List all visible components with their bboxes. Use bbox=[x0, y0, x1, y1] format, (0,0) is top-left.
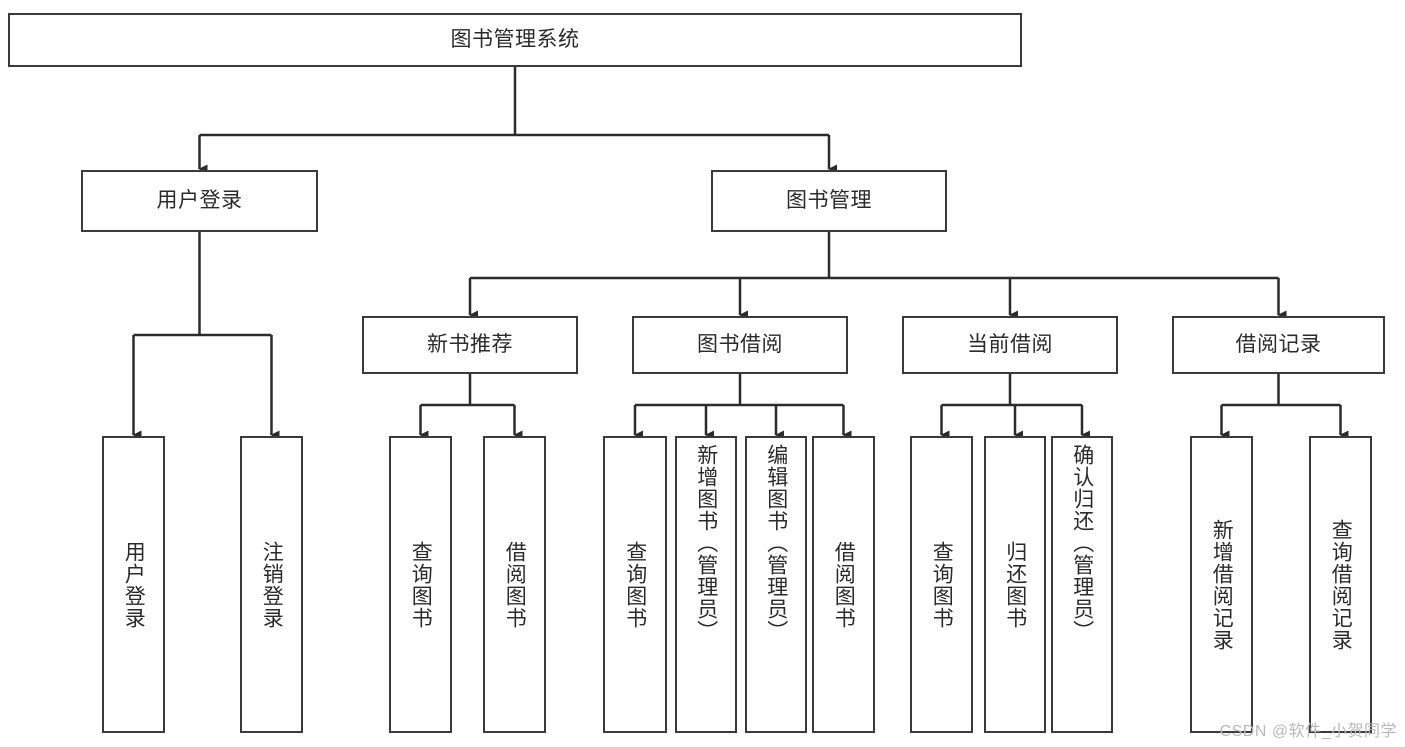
node-box-n1: 查询图书 bbox=[389, 436, 452, 733]
node-label: 编辑图书（管理员） bbox=[764, 444, 788, 642]
node-label: 借阅图书 bbox=[503, 540, 527, 629]
node-label: 查询图书 bbox=[930, 540, 954, 629]
node-box-u2: 注销登录 bbox=[240, 436, 303, 733]
node-box-c2: 归还图书 bbox=[984, 436, 1046, 733]
node-box-b2: 新增图书（管理员） bbox=[675, 436, 737, 733]
node-box-l2d: 借阅记录 bbox=[1172, 316, 1385, 374]
node-box-l2c: 当前借阅 bbox=[902, 316, 1118, 374]
node-label: 图书管理系统 bbox=[450, 27, 580, 51]
node-box-r1: 新增借阅记录 bbox=[1190, 436, 1253, 733]
node-label: 查询图书 bbox=[409, 540, 433, 629]
node-box-u1: 用户登录 bbox=[102, 436, 165, 733]
node-label: 图书管理 bbox=[786, 188, 872, 212]
node-box-l2a: 新书推荐 bbox=[362, 316, 578, 374]
node-label: 新增图书（管理员） bbox=[694, 444, 718, 642]
node-label: 用户登录 bbox=[122, 540, 146, 629]
node-label: 确认归还（管理员） bbox=[1070, 444, 1094, 642]
node-label: 新书推荐 bbox=[427, 332, 513, 356]
node-box-n2: 借阅图书 bbox=[483, 436, 546, 733]
node-label: 借阅记录 bbox=[1235, 332, 1322, 356]
node-label: 图书借阅 bbox=[697, 332, 783, 356]
node-box-l2b: 图书借阅 bbox=[632, 316, 848, 374]
watermark-text: CSDN @软件_小贺同学 bbox=[1219, 723, 1397, 740]
node-box-b4: 借阅图书 bbox=[812, 436, 875, 733]
node-box-l1a: 用户登录 bbox=[81, 170, 318, 232]
node-box-b1: 查询图书 bbox=[603, 436, 667, 733]
node-box-r2: 查询借阅记录 bbox=[1309, 436, 1372, 733]
node-label: 查询借阅记录 bbox=[1329, 518, 1353, 651]
edge-paths bbox=[132, 67, 1349, 440]
node-label: 归还图书 bbox=[1003, 540, 1027, 629]
node-label: 新增借阅记录 bbox=[1210, 518, 1234, 651]
node-box-c1: 查询图书 bbox=[910, 436, 973, 733]
node-label: 查询图书 bbox=[623, 540, 647, 629]
node-label: 借阅图书 bbox=[832, 540, 856, 629]
node-label: 用户登录 bbox=[156, 188, 243, 212]
node-box-root: 图书管理系统 bbox=[8, 13, 1022, 67]
node-label: 当前借阅 bbox=[967, 332, 1053, 356]
node-box-l1b: 图书管理 bbox=[711, 170, 947, 232]
node-label: 注销登录 bbox=[260, 540, 284, 629]
node-box-c3: 确认归还（管理员） bbox=[1051, 436, 1113, 733]
node-box-b3: 编辑图书（管理员） bbox=[745, 436, 807, 733]
